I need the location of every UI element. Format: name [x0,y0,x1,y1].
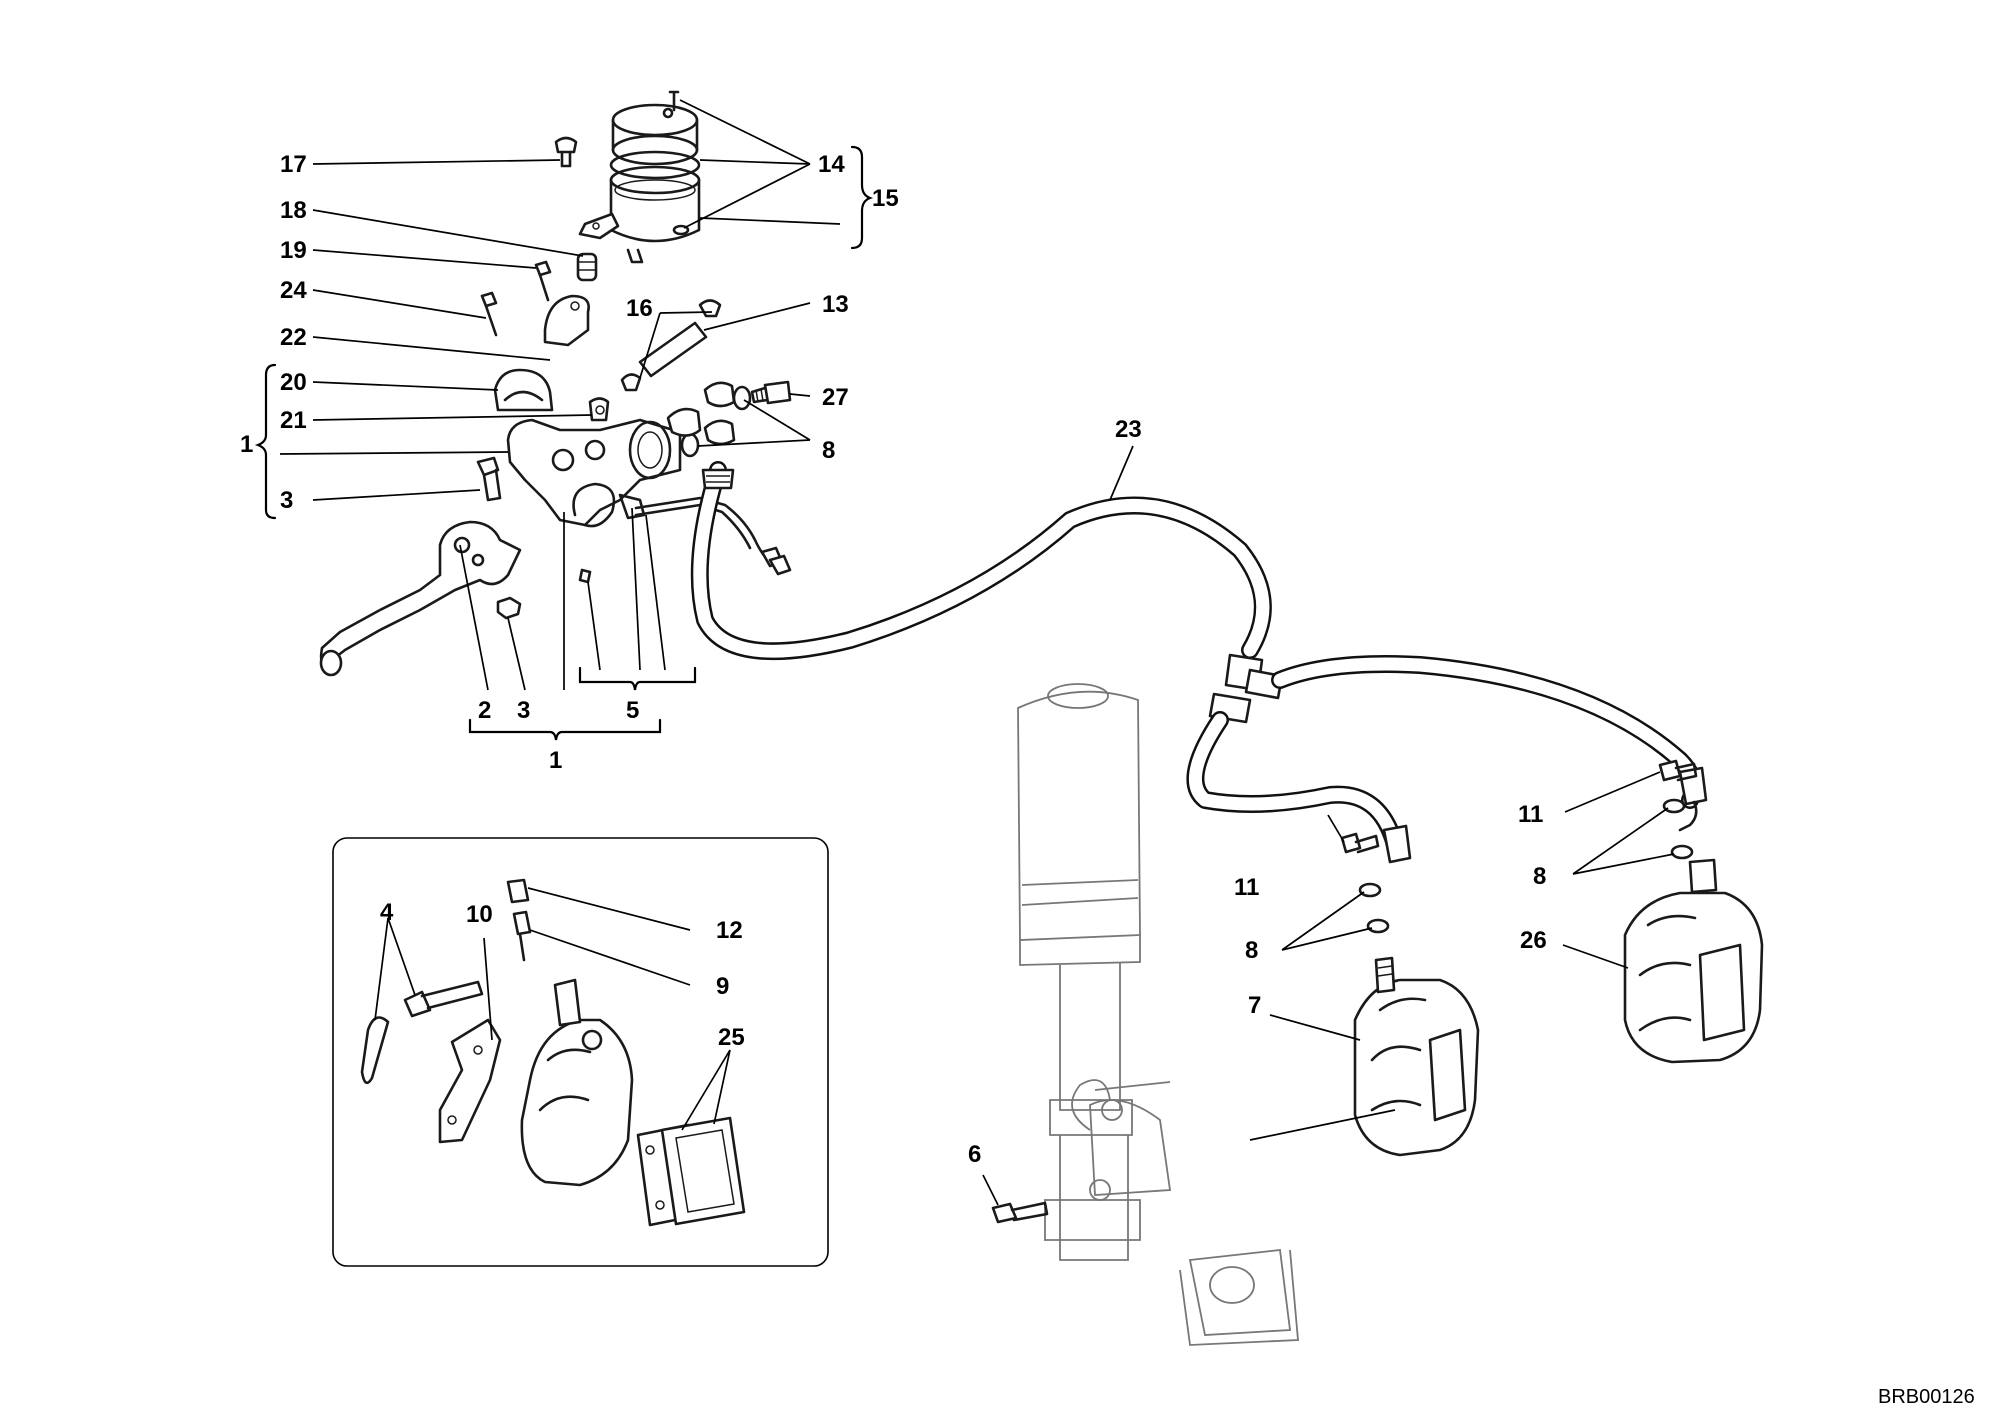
reservoir-bracket-22 [543,294,590,347]
callout-1-left: 1 [240,431,253,458]
callout-labels: 17 18 19 24 22 20 21 1 3 14 15 16 13 27 … [240,151,1547,1168]
drawing-code: BRB00126 [1878,1386,1975,1408]
reservoir-bracket-screw [554,136,578,168]
callout-5: 5 [626,697,639,724]
hose-fitting-upper [666,381,736,446]
callout-8-upper: 8 [822,437,835,464]
washers-8-mid [1358,882,1390,934]
callout-13: 13 [822,291,849,318]
assembly-1-bracket-bottom [468,718,662,741]
callout-18: 18 [280,197,307,224]
hose-splitter-fitting [1208,653,1284,724]
banjo-fitting-21 [588,397,610,422]
reservoir-grommet [576,252,598,282]
callout-12: 12 [716,917,743,944]
callout-24: 24 [280,277,307,304]
callout-4: 4 [380,899,394,926]
washers-8-right [1662,798,1694,860]
reservoir-hose-13 [638,321,708,378]
callout-6: 6 [968,1141,981,1168]
callout-19: 19 [280,237,307,264]
handlebar-clamp-20 [493,368,554,412]
callout-20: 20 [280,369,307,396]
left-caliper-hose [1186,711,1412,864]
callout-3-left: 3 [280,487,293,514]
callout-11-right: 11 [1518,801,1543,828]
reservoir-screw [668,90,680,112]
brake-hose-23 [690,461,1272,661]
brake-pads-25 [636,1116,746,1227]
pad-pin-4 [403,980,484,1018]
callout-15: 15 [872,185,899,212]
assembly-15-bracket [850,145,874,250]
callout-7: 7 [1248,992,1261,1019]
callout-10: 10 [466,901,493,928]
callout-22: 22 [280,324,307,351]
brake-caliper-7 [1353,956,1480,1157]
reservoir-bracket [578,212,620,240]
master-cylinder-body [506,418,682,528]
callout-27: 27 [822,384,849,411]
reservoir-washer [672,224,690,236]
inset-caliper [520,978,634,1187]
callout-25: 25 [718,1024,745,1051]
callout-23: 23 [1115,416,1142,443]
bleed-valve-9 [512,910,532,962]
pad-spring-10 [438,1018,502,1144]
callout-1-bottom: 1 [549,747,562,774]
brake-caliper-26 [1623,858,1764,1064]
callout-3-bottom: 3 [517,697,530,724]
bolt-11-mid [1340,832,1380,854]
brake-lever-2 [319,520,522,677]
switch-wire-connector [634,496,792,576]
retaining-clip-4 [360,1016,390,1085]
callout-14: 14 [818,151,845,178]
assembly-5-bracket [578,666,697,691]
callout-8-mid: 8 [1245,937,1258,964]
bolt-11-right [1658,759,1698,782]
right-caliper-hose [1271,655,1708,832]
bleed-cap-12 [506,878,530,904]
leader-lines [279,99,1675,1206]
bracket-screw-19 [534,260,552,302]
callout-16: 16 [626,295,653,322]
front-fork-leg [1017,683,1299,1346]
inset-box [332,837,829,1267]
clamp-screw-24 [480,291,498,337]
callout-11-mid: 11 [1234,874,1259,901]
callout-26: 26 [1520,927,1547,954]
banjo-bolt-27 [750,380,792,405]
pivot-bolt-3 [476,456,502,502]
callout-8-right: 8 [1533,863,1546,890]
callout-9: 9 [716,973,729,1000]
brake-fluid-reservoir [609,103,701,264]
assembly-1-bracket-left [254,363,277,520]
nut-3 [496,596,522,620]
bolt-6 [991,1201,1049,1224]
callout-2: 2 [478,697,491,724]
callout-21: 21 [280,407,307,434]
callout-17: 17 [280,151,307,178]
hose-clip-16 [620,299,722,392]
